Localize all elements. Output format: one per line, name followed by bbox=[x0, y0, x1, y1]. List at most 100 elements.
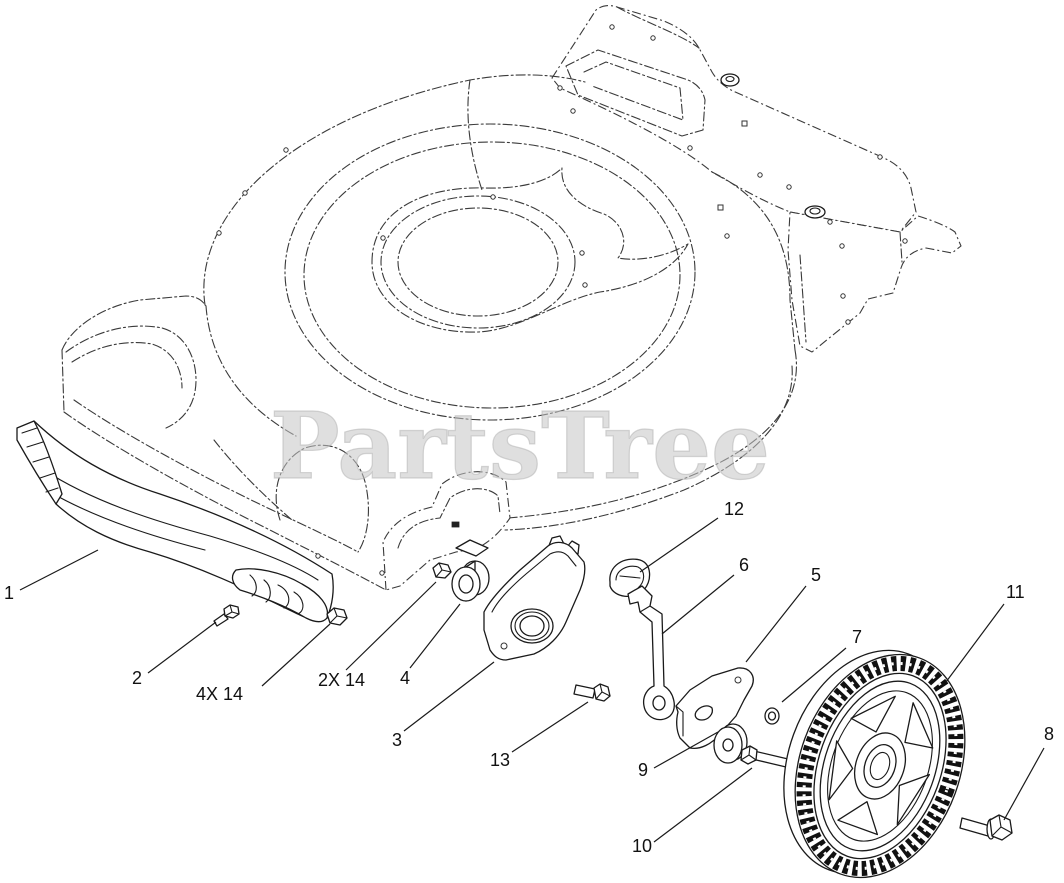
callout-leader-5 bbox=[745, 585, 807, 663]
housing-side-edge bbox=[799, 231, 903, 343]
clip-inner bbox=[615, 565, 645, 589]
mounting-hole bbox=[827, 219, 833, 225]
hood-center-contour bbox=[205, 305, 297, 437]
housing-square-hole bbox=[741, 120, 748, 127]
bolt-head-facet bbox=[595, 683, 611, 700]
callout-leader-12 bbox=[639, 517, 719, 573]
callout-leader-2x14 bbox=[345, 581, 437, 671]
mounting-hole bbox=[557, 85, 563, 91]
wheel-spoke-window bbox=[828, 740, 854, 801]
mounting-hole bbox=[840, 293, 846, 299]
mounting-hole bbox=[724, 233, 730, 239]
mower-deck bbox=[61, 4, 962, 591]
bolt-part-13 bbox=[573, 683, 611, 702]
callout-leader-4x14 bbox=[261, 623, 331, 687]
callout-leader-13 bbox=[511, 701, 589, 753]
mounting-hole bbox=[687, 145, 693, 151]
callout-leader-6 bbox=[661, 574, 735, 635]
wheel-well-slot bbox=[451, 521, 460, 528]
wheel-hub-bearing bbox=[869, 751, 891, 781]
callout-leader-3 bbox=[403, 661, 495, 732]
plate-part-5 bbox=[675, 667, 754, 750]
callout-leader-9 bbox=[653, 731, 719, 769]
wheel-well bbox=[382, 471, 511, 591]
mounting-hole bbox=[609, 24, 615, 30]
bumper-end-left bbox=[16, 420, 63, 505]
bolt10-head-facet bbox=[740, 745, 757, 761]
callout-label-13: 13 bbox=[490, 750, 510, 770]
plate-body bbox=[483, 541, 586, 661]
wheel-spoke-window bbox=[837, 801, 879, 836]
bolt-part-10 bbox=[740, 745, 789, 768]
plate-flange bbox=[491, 551, 577, 613]
deck-hub-recess bbox=[371, 167, 689, 333]
callout-label-4: 4 bbox=[400, 668, 410, 688]
wheel-spoke-window bbox=[904, 702, 934, 749]
nut-facet bbox=[435, 562, 452, 578]
housing-knob-top bbox=[809, 207, 821, 215]
bolt8-head-facet bbox=[991, 814, 1013, 837]
plate-part-3 bbox=[483, 535, 586, 661]
deck-center-opening-inner bbox=[397, 207, 559, 317]
callout-leader-1 bbox=[19, 549, 99, 591]
callout-leader-7 bbox=[781, 647, 847, 703]
callout-label-1: 1 bbox=[4, 583, 14, 603]
housing-knob bbox=[720, 73, 740, 87]
mounting-hole bbox=[845, 319, 851, 325]
deck-center-opening-outer bbox=[380, 195, 576, 329]
wheel-well-bracket bbox=[455, 539, 489, 557]
callout-leader-4 bbox=[409, 603, 461, 669]
plate-hole bbox=[519, 615, 545, 637]
tire-tread-highlight bbox=[802, 661, 958, 871]
hood-left-panel bbox=[65, 325, 197, 429]
plate5-edge bbox=[675, 705, 684, 737]
callout-labels: 1 2 4X 14 2X 14 4 3 13 12 6 5 7 11 9 10 … bbox=[4, 499, 1054, 856]
bumper-end-right bbox=[231, 568, 329, 623]
deck-ring-inner bbox=[303, 141, 681, 409]
wheel-part-11 bbox=[783, 649, 966, 879]
housing-knob bbox=[804, 205, 826, 219]
plate5-slot bbox=[694, 705, 714, 721]
wheel-spoke-window bbox=[896, 773, 930, 826]
deck-dome-right bbox=[711, 171, 796, 351]
nut-part-14-front bbox=[326, 607, 348, 626]
callout-leaders bbox=[19, 517, 1045, 843]
mounting-hole bbox=[379, 570, 385, 576]
mounting-hole bbox=[650, 35, 656, 41]
deck-mounting-holes bbox=[216, 24, 908, 576]
deck-seam-line bbox=[467, 79, 483, 191]
callout-label-2: 2 bbox=[132, 668, 142, 688]
plate-small-hole bbox=[500, 642, 508, 650]
bushing-bore bbox=[458, 574, 474, 594]
callout-leader-2 bbox=[147, 621, 217, 674]
bracket-body bbox=[627, 585, 675, 721]
nut-part-14-side bbox=[432, 562, 452, 579]
plate-collar-ring bbox=[514, 611, 550, 641]
deck-ring-outer bbox=[284, 123, 696, 421]
washer-part-7 bbox=[764, 707, 780, 725]
wheel-spoke-window bbox=[850, 695, 896, 733]
callout-label-8: 8 bbox=[1044, 724, 1054, 744]
screw-part-2 bbox=[213, 604, 240, 627]
mounting-hole bbox=[786, 184, 792, 190]
callout-label-11: 11 bbox=[1006, 582, 1025, 602]
deck-dome-outline bbox=[203, 74, 586, 306]
spacer-part-9 bbox=[713, 723, 748, 764]
deck-skirt-edge bbox=[504, 365, 793, 531]
mounting-hole bbox=[380, 235, 386, 241]
callout-label-2x14: 2X 14 bbox=[318, 670, 365, 690]
mounting-hole bbox=[216, 230, 222, 236]
wheel-well-inner bbox=[397, 488, 501, 549]
plate5-body bbox=[675, 667, 754, 750]
mounting-hole bbox=[570, 108, 576, 114]
bushing-part-4 bbox=[451, 560, 490, 602]
bracket-hole bbox=[652, 695, 666, 711]
nut-facet bbox=[329, 607, 348, 624]
callout-leader-11 bbox=[945, 603, 1005, 683]
screw-head-facet bbox=[224, 604, 240, 617]
hood-left-top bbox=[61, 295, 207, 351]
bumper-contour bbox=[49, 491, 206, 551]
hood-left-inner bbox=[71, 342, 183, 389]
mounting-hole bbox=[877, 154, 883, 160]
mounting-hole bbox=[757, 172, 763, 178]
